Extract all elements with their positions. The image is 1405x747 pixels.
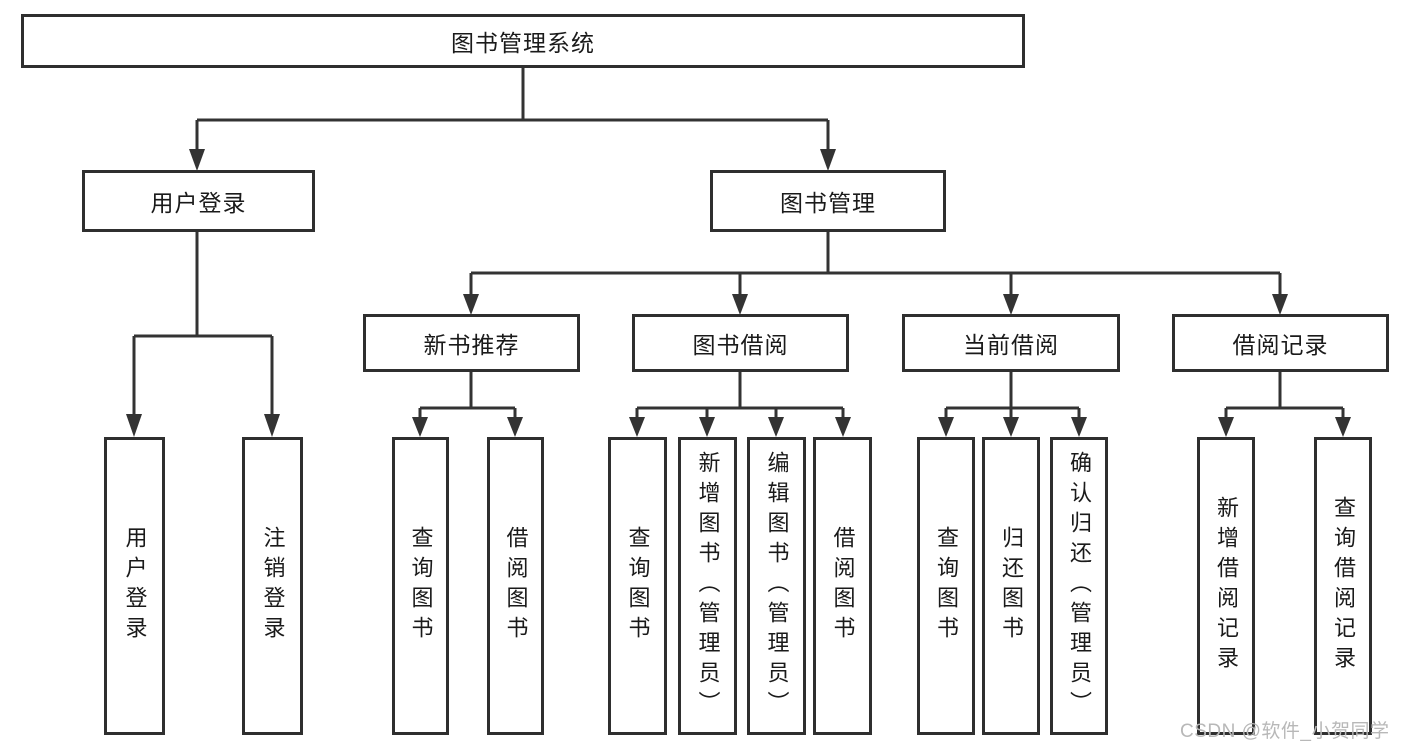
leaf-current-return-books: 归还图书 [982, 437, 1040, 735]
node-current-borrow: 当前借阅 [902, 314, 1120, 372]
node-book-management: 图书管理 [710, 170, 946, 232]
node-label: 借阅图书 [503, 526, 529, 646]
leaf-borrow-add-books-admin: 新增图书（管理员） [678, 437, 737, 735]
leaf-new-book-borrow: 借阅图书 [487, 437, 544, 735]
node-label: 用户登录 [150, 190, 247, 216]
leaf-user-login: 用户登录 [104, 437, 165, 735]
leaf-borrow-edit-books-admin: 编辑图书（管理员） [747, 437, 806, 735]
csdn-watermark: CSDN @软件_小贺同学 [1180, 721, 1390, 742]
leaf-borrow-borrow-books: 借阅图书 [813, 437, 872, 735]
node-label: 查询图书 [408, 526, 434, 646]
leaf-borrow-query-books: 查询图书 [608, 437, 667, 735]
node-label: 查询借阅记录 [1331, 496, 1356, 676]
node-label: 新增图书（管理员） [695, 451, 721, 721]
node-label: 查询图书 [934, 526, 959, 646]
node-label: 借阅记录 [1232, 332, 1329, 358]
node-label: 图书管理 [780, 190, 876, 216]
leaf-new-book-query: 查询图书 [392, 437, 449, 735]
leaf-logout: 注销登录 [242, 437, 303, 735]
node-label: 借阅图书 [830, 526, 856, 646]
node-root: 图书管理系统 [21, 14, 1025, 68]
node-label: 查询图书 [625, 526, 651, 646]
node-user-login: 用户登录 [82, 170, 315, 232]
node-label: 当前借阅 [963, 332, 1059, 358]
node-label: 新书推荐 [423, 332, 520, 358]
leaf-record-query-borrow-record: 查询借阅记录 [1314, 437, 1372, 735]
node-label: 归还图书 [999, 526, 1024, 646]
node-label: 编辑图书（管理员） [764, 451, 790, 721]
node-label: 新增借阅记录 [1214, 496, 1239, 676]
node-new-book-recommend: 新书推荐 [363, 314, 580, 372]
leaf-current-query-books: 查询图书 [917, 437, 975, 735]
node-label: 图书管理系统 [451, 30, 595, 56]
leaf-current-confirm-return-admin: 确认归还（管理员） [1050, 437, 1108, 735]
node-label: 图书借阅 [692, 332, 789, 358]
node-borrow-records: 借阅记录 [1172, 314, 1389, 372]
node-label: 确认归还（管理员） [1067, 451, 1092, 721]
node-label: 用户登录 [122, 526, 148, 646]
node-label: 注销登录 [260, 526, 286, 646]
leaf-record-add-borrow-record: 新增借阅记录 [1197, 437, 1255, 735]
node-book-borrow: 图书借阅 [632, 314, 849, 372]
